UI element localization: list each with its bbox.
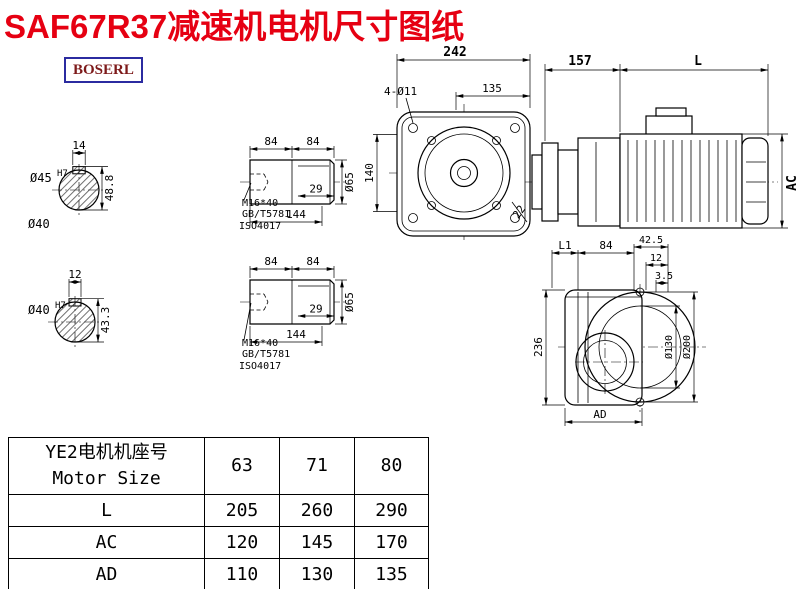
value-AD-80: 135 bbox=[354, 558, 429, 589]
hollow-shaft-circle bbox=[575, 332, 635, 392]
dim-seg-a-2: 84 bbox=[264, 255, 278, 268]
table-row-L: L 205 260 290 bbox=[8, 494, 429, 527]
row-label-AD: AD bbox=[8, 558, 205, 589]
shaft-side-view-1: 84 84 29 144 Ø65 M16*40 GB/T5781 ISO4017 bbox=[239, 135, 356, 232]
motor-side-view: 157 L AC bbox=[525, 54, 800, 229]
hub-section-top: 14 Ø45 H7 48.8 Ø40 bbox=[28, 139, 116, 231]
row-label-L: L bbox=[8, 494, 205, 527]
dim-output-d130: Ø130 bbox=[663, 335, 675, 359]
dim-motor-157: 157 bbox=[568, 54, 591, 69]
motor-size-label-en: Motor Size bbox=[52, 468, 161, 489]
adapter-housing bbox=[557, 149, 579, 215]
dim-output-L1: L1 bbox=[558, 239, 571, 252]
dim-output-84: 84 bbox=[599, 239, 613, 252]
dim-output-AD: AD bbox=[593, 408, 606, 421]
dim-output-42-5: 42.5 bbox=[639, 235, 663, 246]
motor-size-label-cn: YE2电机机座号 bbox=[45, 442, 168, 463]
dim-front-pitch: 135 bbox=[482, 82, 502, 95]
label-bore-fit-top: H7 bbox=[57, 169, 68, 179]
label-thread-1: M16*40 bbox=[242, 198, 278, 209]
value-AC-71: 145 bbox=[279, 526, 355, 559]
label-std-iso-2: ISO4017 bbox=[239, 361, 281, 372]
brand-logo: BOSERL bbox=[64, 57, 143, 83]
motor-front-bell bbox=[577, 137, 621, 227]
label-bore-fit-bottom: H7 bbox=[55, 301, 66, 311]
row-label-AC: AC bbox=[8, 526, 205, 559]
dim-key-height-top: 48.8 bbox=[103, 175, 116, 202]
dimension-table: YE2电机机座号 Motor Size 63 71 80 L 205 260 2… bbox=[8, 437, 429, 589]
dim-front-height: 140 bbox=[363, 163, 376, 183]
shaft-circle bbox=[449, 158, 479, 188]
dim-output-height: 236 bbox=[532, 337, 545, 357]
dim-step-1: 29 bbox=[309, 183, 322, 196]
flange-circle bbox=[417, 126, 511, 220]
frame-size-71: 71 bbox=[279, 437, 355, 495]
dim-seg-b-2: 84 bbox=[306, 255, 320, 268]
hub-section-bottom: 12 Ø40 H7 43.3 bbox=[28, 268, 112, 348]
output-flange-view: L1 84 42.5 12 3.5 236 Ø130 Ø200 A bbox=[532, 235, 706, 426]
label-std-iso-1: ISO4017 bbox=[239, 221, 281, 232]
dim-length-1: 144 bbox=[286, 208, 306, 221]
dim-dia-1: Ø65 bbox=[343, 172, 356, 192]
label-std-gb-2: GB/T5781 bbox=[242, 349, 290, 360]
value-L-71: 260 bbox=[279, 494, 355, 527]
dim-key-width-bottom: 12 bbox=[68, 268, 81, 281]
page-title: SAF67R37减速机电机尺寸图纸 bbox=[4, 8, 465, 45]
dim-motor-AC: AC bbox=[785, 175, 800, 191]
table-row-AD: AD 110 130 135 bbox=[8, 558, 429, 589]
shaft-side-view-2: 84 84 29 144 Ø65 M16*40 GB/T5781 ISO4017 bbox=[239, 255, 356, 372]
gearbox-front-view: 242 135 4-Ø11 140 22 bbox=[363, 45, 539, 242]
frame-size-63: 63 bbox=[204, 437, 280, 495]
output-housing bbox=[564, 289, 643, 406]
dim-seg-b-1: 84 bbox=[306, 135, 320, 148]
dim-dia-2: Ø65 bbox=[343, 292, 356, 312]
table-header-row: YE2电机机座号 Motor Size 63 71 80 bbox=[8, 437, 429, 495]
dim-key-width-top: 14 bbox=[72, 139, 86, 152]
dim-output-12: 12 bbox=[650, 253, 662, 264]
label-bore-bottom: Ø40 bbox=[28, 303, 50, 317]
fan-cowl bbox=[741, 137, 769, 225]
motor-body bbox=[619, 133, 743, 229]
dim-output-d200: Ø200 bbox=[681, 335, 693, 359]
value-AD-63: 110 bbox=[204, 558, 280, 589]
value-AC-63: 120 bbox=[204, 526, 280, 559]
adapter-flange bbox=[541, 142, 559, 222]
terminal-box bbox=[645, 115, 693, 137]
label-bore-top: Ø45 bbox=[30, 171, 52, 185]
dim-front-holes: 4-Ø11 bbox=[384, 85, 417, 98]
dim-key-height-bottom: 43.3 bbox=[99, 307, 112, 334]
frame-size-80: 80 bbox=[354, 437, 429, 495]
terminal-box-lid bbox=[655, 107, 687, 117]
dim-motor-L: L bbox=[694, 54, 702, 69]
value-AC-80: 170 bbox=[354, 526, 429, 559]
label-std-gb-1: GB/T5781 bbox=[242, 209, 290, 220]
motor-fins bbox=[627, 140, 737, 222]
dim-seg-a-1: 84 bbox=[264, 135, 278, 148]
dim-output-3-5: 3.5 bbox=[655, 271, 673, 282]
value-L-63: 205 bbox=[204, 494, 280, 527]
value-L-80: 290 bbox=[354, 494, 429, 527]
motor-size-header: YE2电机机座号 Motor Size bbox=[8, 437, 205, 495]
table-row-AC: AC 120 145 170 bbox=[8, 526, 429, 559]
adapter-step bbox=[531, 154, 543, 210]
dim-length-2: 144 bbox=[286, 328, 306, 341]
label-od: Ø40 bbox=[28, 217, 50, 231]
value-AD-71: 130 bbox=[279, 558, 355, 589]
label-thread-2: M16*40 bbox=[242, 338, 278, 349]
dim-front-angle: 22 bbox=[510, 203, 528, 221]
dim-step-2: 29 bbox=[309, 303, 322, 316]
dim-front-width: 242 bbox=[443, 45, 466, 60]
technical-drawing: 14 Ø45 H7 48.8 Ø40 12 Ø40 H7 43.3 bbox=[28, 45, 800, 426]
